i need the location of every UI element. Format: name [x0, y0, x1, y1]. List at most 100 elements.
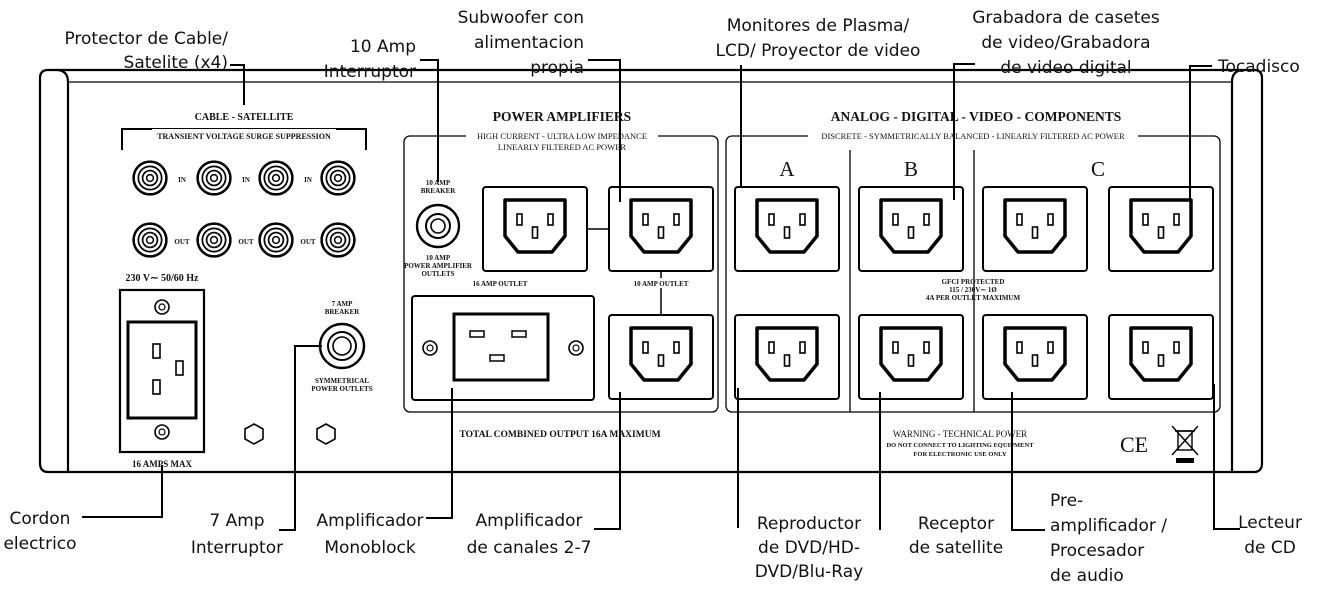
- callout-breaker7-line-1: 7 Amp: [209, 511, 264, 531]
- callout-monoblock-line-1: Amplificador: [316, 511, 423, 531]
- callout-cord: Cordon electrico: [3, 509, 76, 554]
- power-amps-subtitle-2: LINEARLY FILTERED AC POWER: [498, 142, 626, 152]
- callout-breaker7: 7 Amp Interruptor: [191, 511, 283, 558]
- outlet-c2[interactable]: [1108, 186, 1214, 272]
- coax-out-4[interactable]: [320, 222, 356, 258]
- callout-subwoofer: Subwoofer con alimentacion propia: [458, 8, 584, 78]
- callout-leader-lines: [82, 59, 1240, 531]
- ten-amp-outlet-label: 10 AMP OUTLET: [634, 280, 689, 288]
- callout-monitors-line-2: LCD/ Proyector de video: [716, 41, 921, 61]
- seven-amp-breaker[interactable]: [318, 322, 366, 370]
- amp-outlet-10a-1[interactable]: [482, 186, 588, 272]
- coax-in-4[interactable]: [320, 160, 356, 196]
- callout-amp27: Amplificador de canales 2-7: [467, 511, 592, 558]
- symmetrical-label: SYMMETRICAL: [315, 377, 369, 385]
- callout-protector: Protector de Cable/ Satelite (x4): [64, 29, 228, 73]
- coax-in-2[interactable]: [196, 160, 232, 196]
- in-label-2: IN: [242, 176, 250, 184]
- outlet-c1[interactable]: [982, 186, 1088, 272]
- callout-dvd-line-2: de DVD/HD-: [758, 538, 860, 558]
- mains-pin: [152, 343, 161, 359]
- callout-cd-line-2: de CD: [1244, 538, 1296, 558]
- coax-out-3[interactable]: [258, 222, 294, 258]
- mounting-hex-1: [244, 423, 264, 445]
- warning-label-3: FOR ELECTRONIC USE ONLY: [913, 451, 1006, 458]
- ten-amp-breaker-label: BREAKER: [421, 187, 457, 195]
- in-label-1: IN: [178, 176, 186, 184]
- mains-inlet: 230 V∼ 50/60 Hz 16 AMPS MAX: [118, 273, 206, 469]
- amp-outlet-10a-2[interactable]: [608, 186, 714, 272]
- outlet-a1[interactable]: [734, 186, 840, 272]
- cable-satellite-title: CABLE - SATELLITE: [195, 112, 294, 123]
- callout-monitors-line-1: Monitores de Plasma/: [727, 16, 910, 36]
- outlet-c3[interactable]: [982, 314, 1088, 400]
- zone-a-label: A: [779, 157, 795, 181]
- mains-voltage-label: 230 V∼ 50/60 Hz: [126, 273, 199, 284]
- callout-satellite: Receptor de satellite: [909, 514, 1003, 558]
- chassis-outline: [38, 68, 1264, 474]
- callout-breaker10-line-1: 10 Amp: [350, 37, 416, 57]
- coax-out-2[interactable]: [196, 222, 232, 258]
- outlet-b1[interactable]: [858, 186, 964, 272]
- callout-recorder-line-2: de video/Grabadora: [981, 33, 1150, 53]
- analog-title: ANALOG - DIGITAL - VIDEO - COMPONENTS: [831, 109, 1122, 124]
- cable-satellite-section: CABLE - SATELLITE TRANSIENT VOLTAGE SURG…: [121, 112, 367, 258]
- callout-protector-line-2: Satelite (x4): [124, 53, 228, 73]
- callout-breaker10: 10 Amp Interruptor: [324, 37, 416, 82]
- power-amp-label: POWER AMPLIFIER: [404, 262, 473, 270]
- out-label-2: OUT: [238, 238, 254, 246]
- seven-amp-breaker-label: BREAKER: [325, 308, 361, 316]
- callout-protector-line-1: Protector de Cable/: [64, 29, 228, 49]
- callout-turntable: Tocadisco: [1217, 57, 1300, 77]
- callout-subwoofer-line-1: Subwoofer con: [458, 8, 584, 28]
- callout-dvd: Reproductor de DVD/HD- DVD/Blu-Ray: [755, 514, 863, 582]
- callout-cord-line-1: Cordon: [10, 509, 71, 529]
- coax-in-3[interactable]: [258, 160, 294, 196]
- amp-outlet-16a[interactable]: [411, 295, 595, 401]
- callout-breaker7-line-2: Interruptor: [191, 538, 283, 558]
- zone-b-label: B: [904, 157, 918, 181]
- warning-label-1: WARNING - TECHNICAL POWER: [893, 429, 1027, 439]
- outlet-b2[interactable]: [858, 314, 964, 400]
- warning-label-2: DO NOT CONNECT TO LIGHTING EQUIPMENT: [886, 442, 1034, 449]
- callout-recorder: Grabadora de casetes de video/Grabadora …: [972, 8, 1160, 78]
- zone-c-label: C: [1091, 157, 1105, 181]
- sixteen-amp-outlet-label: 16 AMP OUTLET: [473, 280, 528, 288]
- callout-monoblock-line-2: Monoblock: [324, 538, 416, 558]
- in-label-3: IN: [304, 176, 312, 184]
- callout-breaker10-line-2: Interruptor: [324, 62, 416, 82]
- gfci-label-1: GFCI PROTECTED: [942, 278, 1005, 286]
- callout-satellite-line-2: de satellite: [909, 538, 1003, 558]
- callout-preamp-line-3: Procesador: [1050, 541, 1144, 561]
- total-output-label: TOTAL COMBINED OUTPUT 16A MAXIMUM: [459, 430, 660, 440]
- gfci-label-3: 4A PER OUTLET MAXIMUM: [926, 294, 1021, 302]
- breaker-10amp-label: 10 AMP: [426, 254, 451, 262]
- callout-dvd-line-3: DVD/Blu-Ray: [755, 562, 863, 582]
- callout-subwoofer-line-3: propia: [530, 58, 584, 78]
- callout-amp27-line-1: Amplificador: [475, 511, 582, 531]
- callout-monitors: Monitores de Plasma/ LCD/ Proyector de v…: [716, 16, 921, 61]
- power-amps-subtitle-1: HIGH CURRENT - ULTRA LOW IMPEDANCE: [477, 131, 647, 141]
- power-amplifiers-section: POWER AMPLIFIERS HIGH CURRENT - ULTRA LO…: [403, 109, 719, 440]
- tvss-subtitle: TRANSIENT VOLTAGE SURGE SUPPRESSION: [157, 132, 331, 141]
- callout-preamp-line-4: de audio: [1050, 566, 1124, 586]
- out-label-1: OUT: [174, 238, 190, 246]
- amp-outlet-10a-3[interactable]: [608, 314, 714, 400]
- coax-out-1[interactable]: [132, 222, 168, 258]
- outlet-c4[interactable]: [1108, 314, 1214, 400]
- callout-cord-line-2: electrico: [3, 534, 76, 554]
- ce-mark: CE: [1120, 432, 1148, 457]
- callout-amp27-line-2: de canales 2-7: [467, 538, 592, 558]
- coax-in-1[interactable]: [132, 160, 168, 196]
- callout-cd-line-1: Lecteur: [1238, 513, 1302, 533]
- callout-subwoofer-line-2: alimentacion: [474, 33, 584, 53]
- callout-preamp-line-2: amplificador /: [1050, 516, 1167, 536]
- ten-amp-breaker[interactable]: [415, 203, 461, 249]
- callout-recorder-line-1: Grabadora de casetes: [972, 8, 1160, 28]
- outlet-a2[interactable]: [734, 314, 840, 400]
- power-amplifiers-title: POWER AMPLIFIERS: [493, 109, 631, 124]
- gfci-label-2: 115 / 230V∼ 1Ø: [949, 286, 997, 294]
- mains-pin: [152, 379, 161, 395]
- analog-subtitle: DISCRETE - SYMMETRICALLY BALANCED - LINE…: [821, 131, 1125, 141]
